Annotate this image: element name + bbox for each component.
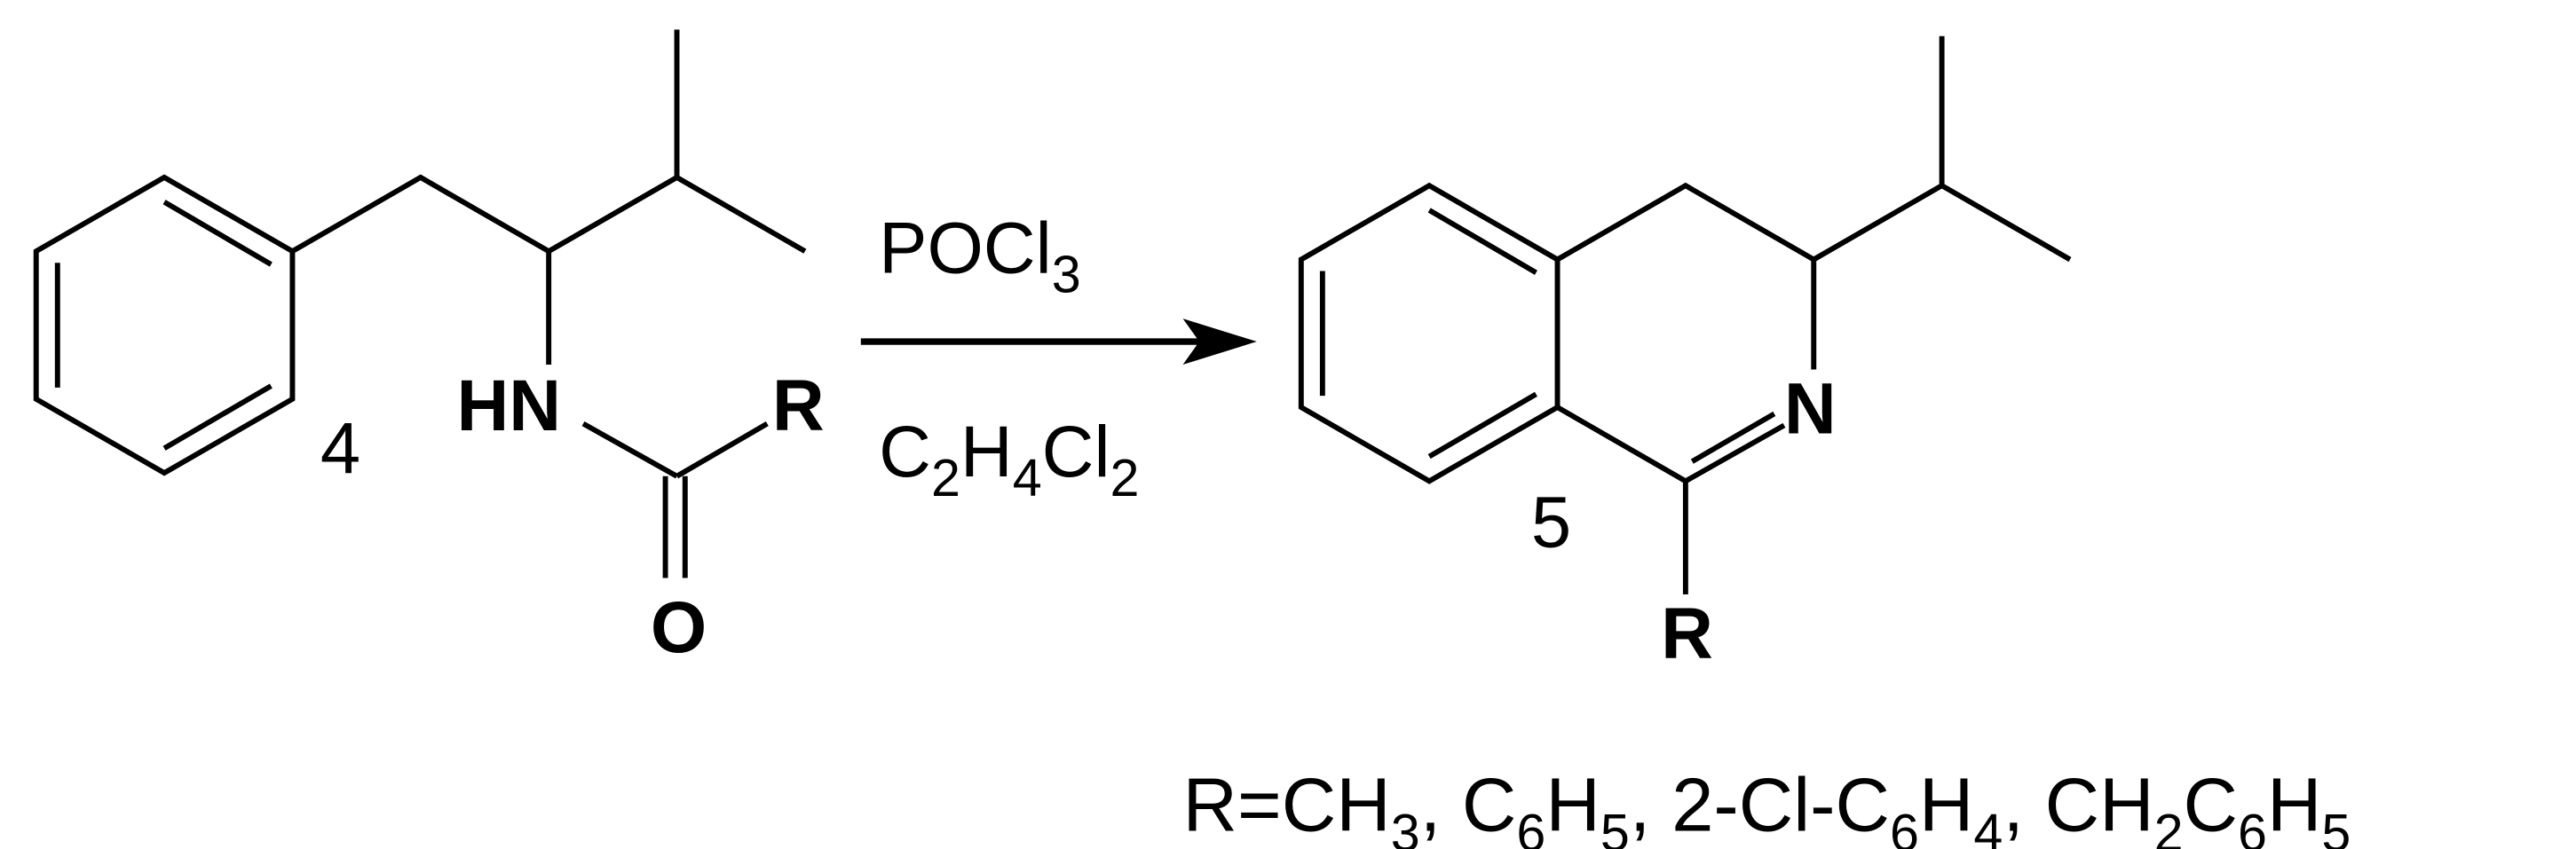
reactant-chain-bonds <box>290 29 680 255</box>
reactant-benzene-ring <box>33 174 296 476</box>
imine-double-bond-b <box>1690 411 1776 464</box>
reactant-c-r-bond <box>676 421 769 479</box>
reagent-pocl3: POCl3 <box>879 208 1080 303</box>
reaction-arrow <box>860 318 1257 365</box>
reactant-n-c-bond <box>581 421 678 479</box>
solvent-c2h4cl2: C2H4Cl2 <box>879 412 1139 507</box>
substituent-list: R=CH3, C6H5, 2-Cl-C6H4, CH2C6H5 <box>1183 764 2351 849</box>
compound-label-4: 4 <box>320 408 360 489</box>
compound-label-5: 5 <box>1531 482 1571 562</box>
product-isopropyl-bonds <box>1812 35 1945 263</box>
reactant-structure: HN R O 4 <box>33 29 825 668</box>
reactant-methyl-bond <box>676 175 807 254</box>
imine-double-bond-a <box>1684 422 1786 483</box>
atom-n: N <box>1784 369 1837 450</box>
atom-r-reactant: R <box>772 366 825 446</box>
atom-o: O <box>651 587 707 668</box>
product-benzene-ring <box>1298 182 1561 484</box>
product-structure: N R 5 <box>1298 35 2072 674</box>
atom-nh: HN <box>457 366 562 446</box>
product-c-c-bond <box>1556 405 1687 483</box>
product-methyl-bond <box>1940 183 2072 263</box>
atom-r-product: R <box>1661 594 1713 674</box>
product-ring-bonds <box>1556 182 1817 370</box>
